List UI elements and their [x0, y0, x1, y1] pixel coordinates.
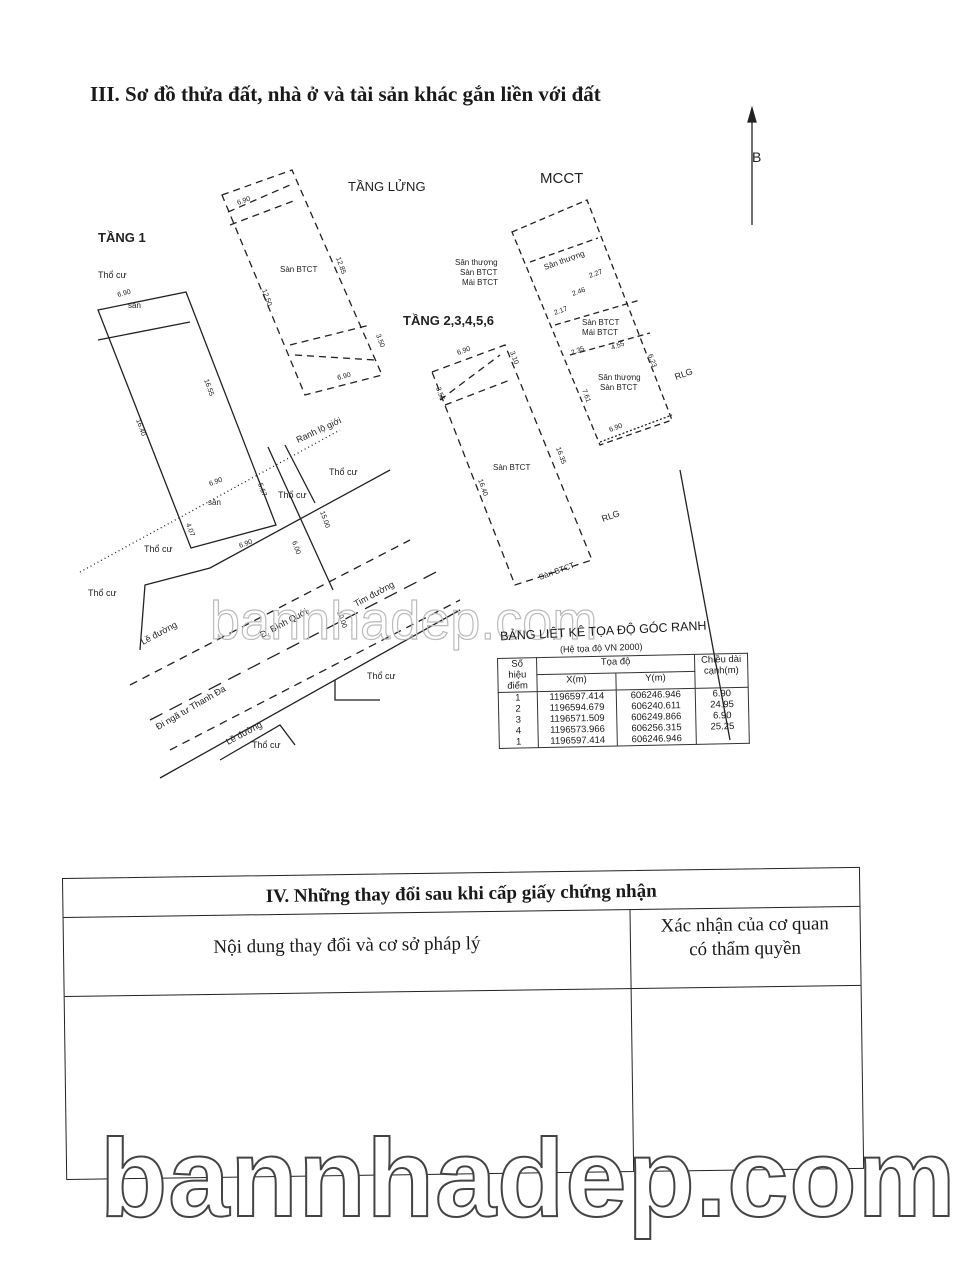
dimension-label: 6.90: [117, 289, 132, 299]
dimension-label: 6.90: [337, 372, 352, 382]
dimension-label: 4.07: [184, 522, 195, 537]
column-header-line: có thẩm quyền: [688, 937, 802, 961]
dimension-label: 16.40: [476, 478, 489, 497]
dimension-label: 12.50: [260, 288, 273, 307]
dimension-label: 12.85: [334, 256, 347, 275]
label-san-thuong: Sân thượng: [455, 258, 498, 267]
cell-point: 1: [515, 736, 522, 748]
north-label: B: [752, 149, 761, 165]
dimension-label: 6.90: [456, 346, 471, 357]
header-y: Y(m): [615, 671, 696, 691]
dimension-label: 4.55: [610, 341, 625, 352]
dimension-label: 5.67: [256, 482, 267, 497]
cell-x: 1196597.414: [550, 734, 606, 747]
label-tho-cu: Thổ cư: [252, 740, 281, 750]
label-mai-btct: Mái BTCT: [462, 278, 498, 287]
label-tho-cu: Thổ cư: [144, 544, 173, 554]
dimension-label: 3.10: [508, 350, 519, 365]
label-san-btct: Sàn BTCT: [582, 318, 619, 327]
header-point: Số hiệu điểm: [497, 657, 538, 693]
label-san-btct: Sàn BTCT: [280, 265, 317, 274]
label-tho-cu: Thổ cư: [88, 588, 117, 598]
header-length: Chiều dài cạnh(m): [694, 653, 749, 689]
dimension-label: 6.90: [608, 423, 623, 434]
label-ranh-lo-gioi: Ranh lộ giới: [295, 415, 343, 445]
section-3-title: III. Sơ đồ thửa đất, nhà ở và tài sản kh…: [90, 82, 601, 106]
label-tho-cu: Thổ cư: [98, 270, 127, 280]
cell-point: 4: [515, 725, 522, 737]
dimension-label: 6.90: [208, 477, 223, 488]
tang-2-6-outline: [431, 344, 593, 586]
watermark-mid: bannhadep.com: [209, 590, 598, 651]
floor-label-tang1: TẦNG 1: [98, 230, 146, 245]
label-rlg: RLG: [600, 508, 621, 524]
floor-label-mcct: MCCT: [540, 170, 583, 187]
tang1-outline: [97, 291, 277, 549]
dimension-label: 3.55: [434, 386, 445, 401]
dimension-label: 3.50: [374, 333, 385, 348]
cell-point: 3: [515, 714, 522, 726]
label-rlg: RLG: [673, 366, 694, 382]
header-x: X(m): [536, 673, 617, 692]
label-san-btct: Sàn BTCT: [493, 463, 530, 472]
section-4-title: IV. Những thay đổi sau khi cấp giấy chứn…: [265, 880, 657, 908]
column-header-line: Xác nhận của cơ quan: [660, 913, 830, 937]
label-le-duong: Lề đường: [139, 619, 179, 646]
dimension-label: 6.90: [238, 539, 253, 550]
dimension-label: 15.00: [318, 510, 331, 529]
label-san: sân: [128, 301, 141, 310]
floor-label-tang-lung: TẦNG LỬNG: [348, 179, 426, 194]
ranh-lo-gioi-line: [79, 429, 341, 573]
dimension-label: 2.35: [570, 346, 585, 357]
label-san-thuong: Sân thượng: [543, 249, 586, 272]
dimension-label: 6.00: [290, 540, 301, 555]
column-header-confirmation: Xác nhận của cơ quan có thẩm quyền: [630, 912, 861, 963]
dimension-label: 16.55: [202, 378, 215, 397]
dimension-label: 6.23: [646, 353, 657, 368]
label-san-btct: Sàn BTCT: [600, 383, 637, 392]
dimension-label: 2.17: [553, 306, 568, 317]
dimension-label: 7.61: [580, 388, 591, 403]
label-tho-cu: Thổ cư: [329, 467, 358, 477]
dimension-label: 2.46: [571, 287, 586, 298]
label-san-thuong: Sân thượng: [598, 373, 641, 382]
cell-point: 2: [515, 703, 521, 715]
label-direction: Đi ngã tư Thanh Đa: [154, 684, 227, 732]
cell-length: 25.25: [710, 721, 735, 733]
north-arrowhead-icon: [747, 105, 757, 123]
label-tho-cu: Thổ cư: [367, 671, 396, 681]
dimension-label: 16.40: [134, 418, 147, 437]
mcct-outline: [511, 199, 673, 446]
cell-point: 1: [515, 692, 521, 704]
label-mai-btct: Mái BTCT: [582, 328, 618, 337]
label-san-btct: Sàn BTCT: [460, 268, 497, 277]
dimension-label: 16.35: [554, 446, 567, 465]
dimension-label: 2.27: [588, 269, 603, 280]
label-san: sân: [208, 498, 221, 507]
watermark: bannhadep.com: [99, 1116, 957, 1241]
tang-lung-outline: [221, 169, 383, 396]
label-tho-cu: Thổ cư: [278, 490, 307, 500]
cell-y: 606246.946: [631, 733, 682, 746]
dimension-label: 6.90: [236, 196, 251, 207]
land-plot-diagram: B TẦNG 1 TẦNG LỬNG MCCT TẦNG 2,3,4,5,6 T…: [79, 105, 761, 779]
label-san-btct: Sàn BTCT: [538, 561, 576, 582]
coord-table: Số hiệu điểm Tọa độ Chiều dài cạnh(m) X(…: [497, 653, 750, 749]
street-edge: [139, 469, 391, 651]
floor-label-tang-2-6: TẦNG 2,3,4,5,6: [403, 313, 494, 328]
